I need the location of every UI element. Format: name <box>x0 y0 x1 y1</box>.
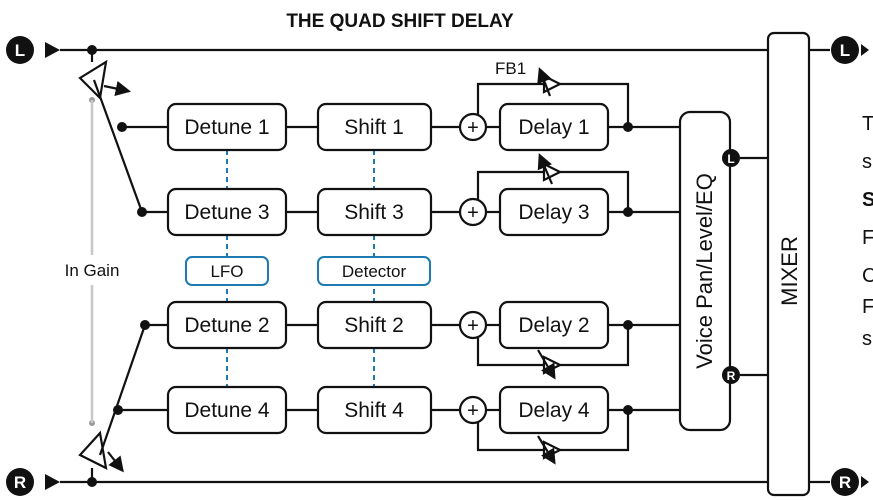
sum-junction-4: + <box>458 395 488 425</box>
svg-text:Voice Pan/Level/EQ: Voice Pan/Level/EQ <box>692 173 717 369</box>
svg-text:+: + <box>467 117 479 139</box>
svg-text:C: C <box>862 265 873 287</box>
svg-text:Detector: Detector <box>342 262 407 281</box>
svg-text:Shift 1: Shift 1 <box>344 116 404 139</box>
right-input-badge: R <box>6 468 34 496</box>
svg-text:R: R <box>14 473 26 492</box>
svg-text:T: T <box>862 113 873 135</box>
shift-1-block: Shift 1 <box>316 102 433 152</box>
sum-junction-2: + <box>458 310 488 340</box>
left-in-gain-amp <box>78 59 132 101</box>
svg-text:s: s <box>862 328 872 350</box>
detune-4-block: Detune 4 <box>166 385 288 435</box>
svg-text:Detune 3: Detune 3 <box>184 201 269 224</box>
svg-text:Detune 2: Detune 2 <box>184 314 269 337</box>
svg-text:Detune 4: Detune 4 <box>184 399 270 422</box>
svg-text:L: L <box>840 41 850 60</box>
svg-text:F: F <box>862 296 873 318</box>
feedback-loop-4 <box>476 410 630 465</box>
svg-text:R: R <box>839 473 851 492</box>
lfo-box: LFO <box>185 256 269 286</box>
delay-4-block: Delay 4 <box>498 385 610 435</box>
delay-1-block: Delay 1 <box>498 102 610 152</box>
svg-text:Shift 2: Shift 2 <box>344 314 404 337</box>
delay-2-block: Delay 2 <box>498 300 610 350</box>
sum-junction-1: + <box>458 112 488 142</box>
left-input-badge: L <box>6 36 34 64</box>
clipped-side-text: T s S F C F s <box>862 113 873 350</box>
svg-text:Shift 4: Shift 4 <box>344 399 404 422</box>
svg-text:MIXER: MIXER <box>777 236 802 306</box>
right-in-arrow <box>45 474 60 490</box>
feedback-loop-3 <box>476 153 630 212</box>
svg-text:s: s <box>862 151 872 173</box>
svg-text:S: S <box>862 189 873 211</box>
pan-right-output-dot: R <box>722 366 740 384</box>
svg-text:LFO: LFO <box>210 262 243 281</box>
in-gain-label: In Gain <box>65 261 120 280</box>
voice-pan-level-eq-block: Voice Pan/Level/EQ <box>678 110 732 432</box>
svg-text:R: R <box>727 369 736 383</box>
fb1-label: FB1 <box>495 59 526 78</box>
right-in-gain-amp <box>78 430 124 473</box>
detector-box: Detector <box>317 256 431 286</box>
mixer-block: MIXER <box>766 31 811 497</box>
shift-3-block: Shift 3 <box>316 187 433 237</box>
svg-text:Delay 2: Delay 2 <box>518 314 589 337</box>
svg-text:+: + <box>467 400 479 422</box>
feedback-loop-1 <box>476 67 630 127</box>
shift-2-block: Shift 2 <box>316 300 433 350</box>
svg-text:Delay 4: Delay 4 <box>518 399 590 422</box>
svg-text:+: + <box>467 202 479 224</box>
voice-wires <box>286 125 680 412</box>
pan-left-output-dot: L <box>722 149 740 167</box>
svg-text:Shift 3: Shift 3 <box>344 201 404 224</box>
svg-text:Delay 3: Delay 3 <box>518 201 589 224</box>
svg-text:L: L <box>727 152 734 166</box>
right-output-badge: R <box>831 468 869 496</box>
delay-3-block: Delay 3 <box>498 187 610 237</box>
sum-junction-3: + <box>458 197 488 227</box>
svg-text:Delay 1: Delay 1 <box>518 116 589 139</box>
feedback-loop-2 <box>476 325 630 380</box>
diagram-title: THE QUAD SHIFT DELAY <box>286 11 514 32</box>
detune-1-block: Detune 1 <box>166 102 288 152</box>
detune-3-block: Detune 3 <box>166 187 288 237</box>
svg-text:+: + <box>467 315 479 337</box>
svg-text:F: F <box>862 227 873 249</box>
left-output-badge: L <box>831 36 869 64</box>
shift-4-block: Shift 4 <box>316 385 433 435</box>
svg-text:Detune 1: Detune 1 <box>184 116 269 139</box>
detune-2-block: Detune 2 <box>166 300 288 350</box>
svg-text:L: L <box>15 41 25 60</box>
left-in-arrow <box>45 42 60 58</box>
